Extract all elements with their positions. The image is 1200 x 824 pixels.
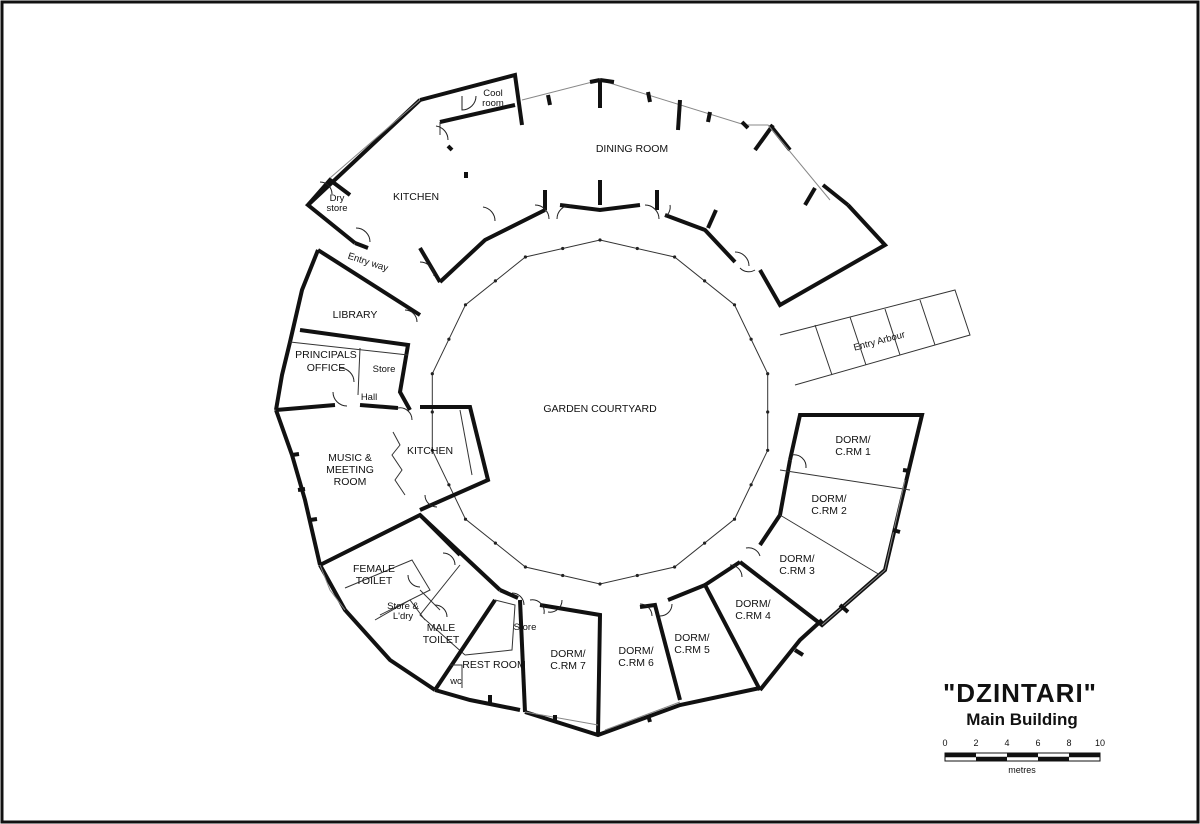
label-kitchen-small: KITCHEN — [407, 445, 453, 457]
label-dorm5-2: C.RM 5 — [674, 644, 710, 656]
courtyard-post — [447, 337, 451, 341]
courtyard-post — [598, 582, 602, 586]
courtyard-post — [493, 541, 497, 545]
label-hall: Hall — [361, 392, 377, 403]
label-cool-room-1: Cool — [483, 88, 503, 99]
label-dorm4-1: DORM/ — [736, 598, 771, 610]
rest-room-walls — [434, 599, 527, 713]
courtyard-post — [766, 372, 770, 376]
scale-tick-6: 6 — [1035, 738, 1040, 748]
dorms-bottom-walls — [524, 560, 824, 738]
room-labels: Cool room DINING ROOM KITCHEN Dry store … — [295, 88, 906, 687]
courtyard-post — [635, 246, 639, 251]
courtyard-post — [766, 448, 770, 452]
label-store-ldry-2: L'dry — [393, 611, 414, 622]
courtyard-post — [598, 238, 602, 242]
label-store-office: Store — [373, 364, 396, 375]
label-dorm7-2: C.RM 7 — [550, 660, 586, 672]
label-principals-office-1: PRINCIPALS — [295, 349, 357, 361]
label-dining-room: DINING ROOM — [596, 143, 668, 155]
courtyard-post — [732, 517, 737, 521]
entry-arbour — [779, 289, 971, 386]
library-walls — [274, 248, 491, 512]
courtyard-post — [430, 410, 434, 414]
label-dorm3-1: DORM/ — [780, 553, 815, 565]
courtyard-post — [703, 279, 707, 283]
label-dorm1-1: DORM/ — [836, 434, 871, 446]
scale-unit: metres — [1008, 765, 1036, 775]
courtyard-post — [430, 372, 434, 376]
scale-tick-4: 4 — [1004, 738, 1009, 748]
label-garden-courtyard: GARDEN COURTYARD — [543, 403, 657, 415]
label-cool-room-2: room — [482, 98, 504, 109]
label-dry-store-2: store — [326, 203, 347, 214]
label-dorm2-2: C.RM 2 — [811, 505, 847, 517]
courtyard-post — [749, 337, 753, 341]
toilet-walls — [318, 559, 519, 692]
courtyard-post — [463, 517, 468, 521]
label-rest-room: REST ROOM — [462, 659, 525, 671]
label-store-ldry-1: Store & — [387, 601, 419, 612]
label-dorm1-2: C.RM 1 — [835, 446, 871, 458]
label-principals-office-2: OFFICE — [307, 362, 346, 374]
label-dorm7-1: DORM/ — [551, 648, 586, 660]
courtyard-post — [493, 279, 497, 283]
drawing-subtitle: Main Building — [966, 710, 1077, 729]
courtyard-post — [673, 255, 677, 259]
courtyard-post — [635, 573, 639, 578]
courtyard-post — [732, 303, 737, 307]
scale-tick-2: 2 — [973, 738, 978, 748]
label-kitchen-top: KITCHEN — [393, 191, 439, 203]
courtyard-post — [561, 573, 565, 578]
label-female-toilet-1: FEMALE — [353, 563, 395, 575]
courtyard-post — [749, 483, 753, 487]
label-dorm2-1: DORM/ — [812, 493, 847, 505]
courtyard-post — [673, 565, 677, 569]
label-male-toilet-1: MALE — [427, 622, 456, 634]
door-swings — [319, 95, 807, 618]
courtyard-post — [430, 448, 434, 452]
label-library: LIBRARY — [333, 309, 378, 321]
dorms-right-walls — [738, 413, 925, 657]
courtyard-post — [703, 541, 707, 545]
courtyard-post — [523, 255, 528, 259]
label-music-room-2: MEETING — [326, 464, 374, 476]
scale-tick-10: 10 — [1095, 738, 1105, 748]
label-dry-store-1: Dry — [330, 193, 345, 204]
scale-tick-8: 8 — [1066, 738, 1071, 748]
label-dorm4-2: C.RM 4 — [735, 610, 771, 622]
scale-tick-0: 0 — [942, 738, 947, 748]
label-store-rest: Store — [514, 622, 537, 633]
drawing-title: "DZINTARI" — [943, 678, 1097, 708]
label-dorm6-2: C.RM 6 — [618, 657, 654, 669]
label-male-toilet-2: TOILET — [423, 634, 460, 646]
dining-room-walls — [304, 72, 889, 308]
label-dorm3-2: C.RM 3 — [779, 565, 815, 577]
music-room-walls — [274, 409, 502, 592]
courtyard-outline — [430, 238, 770, 586]
label-dorm6-1: DORM/ — [619, 645, 654, 657]
title-block: "DZINTARI" Main Building — [943, 678, 1097, 729]
courtyard-post — [523, 565, 528, 569]
label-music-room-1: MUSIC & — [328, 452, 372, 464]
courtyard-post — [561, 246, 565, 251]
label-wc: wc — [449, 676, 462, 687]
label-dorm5-1: DORM/ — [675, 632, 710, 644]
label-female-toilet-2: TOILET — [356, 575, 393, 587]
label-music-room-3: ROOM — [334, 476, 367, 488]
courtyard-post — [463, 303, 468, 307]
scale-bar: 0 2 4 6 8 10 metres — [942, 738, 1105, 775]
courtyard-post — [447, 483, 451, 487]
courtyard-post — [766, 410, 770, 414]
